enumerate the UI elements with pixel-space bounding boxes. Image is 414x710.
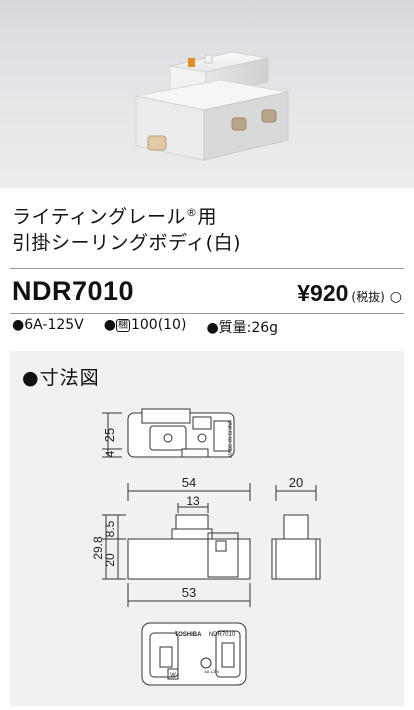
model-number: NDR7010: [12, 276, 135, 306]
front-view: [102, 483, 251, 607]
divider-bottom: [10, 313, 404, 314]
bottom-view: [141, 622, 247, 686]
dim-length: 54: [182, 475, 196, 490]
made-in-label: MADE IN CHINA: [228, 419, 234, 457]
end-view: [271, 485, 321, 580]
divider-top: [10, 268, 404, 269]
terminal-label: W: [170, 673, 176, 679]
price-amount: ¥920: [297, 280, 349, 306]
dimension-drawing: 25 4 MADE IN CHINA: [91, 408, 321, 686]
packing-icon: 梱: [115, 319, 130, 332]
spec-packing-prefix: ●: [103, 317, 116, 333]
brand-label: TOSHIBA: [175, 632, 203, 638]
price-tax-note: (税抜): [351, 290, 385, 304]
bottom-rating-label: 6A 125V: [204, 669, 219, 674]
price-block: ¥920 (税抜) ○: [297, 280, 402, 307]
dim-body-height: 20: [103, 553, 117, 567]
title-line1: ライティングレール: [12, 206, 186, 228]
bottom-model-label: NDR7010: [209, 632, 236, 638]
side-view: [102, 408, 235, 458]
dim-side-base: 4: [103, 450, 117, 457]
dim-offset: 13: [186, 494, 200, 508]
spec-weight: ●質量:26g: [206, 320, 279, 336]
dimension-panel: ●寸法図 25 4 MADE IN CHINA: [10, 351, 404, 706]
dim-base-length: 53: [182, 585, 196, 600]
product-photo: [0, 0, 414, 188]
title-line1-suffix: 用: [197, 206, 217, 228]
product-title: ライティングレール®用 引掛シーリングボディ(白): [12, 200, 241, 256]
dim-side-height: 25: [102, 428, 117, 442]
product-image: [135, 51, 289, 161]
title-line2: 引掛シーリングボディ(白): [12, 232, 241, 254]
dim-overall-height: 29.8: [91, 536, 105, 560]
dim-top-height: 8.5: [103, 520, 117, 537]
dimension-heading: ●寸法図: [22, 367, 100, 389]
registered-mark: ®: [185, 206, 198, 219]
spec-rating: ●6A-125V: [12, 317, 84, 333]
circle-mark-icon: ○: [389, 289, 402, 305]
spec-packing-value: 100(10): [130, 317, 187, 333]
dim-width: 20: [289, 475, 303, 490]
